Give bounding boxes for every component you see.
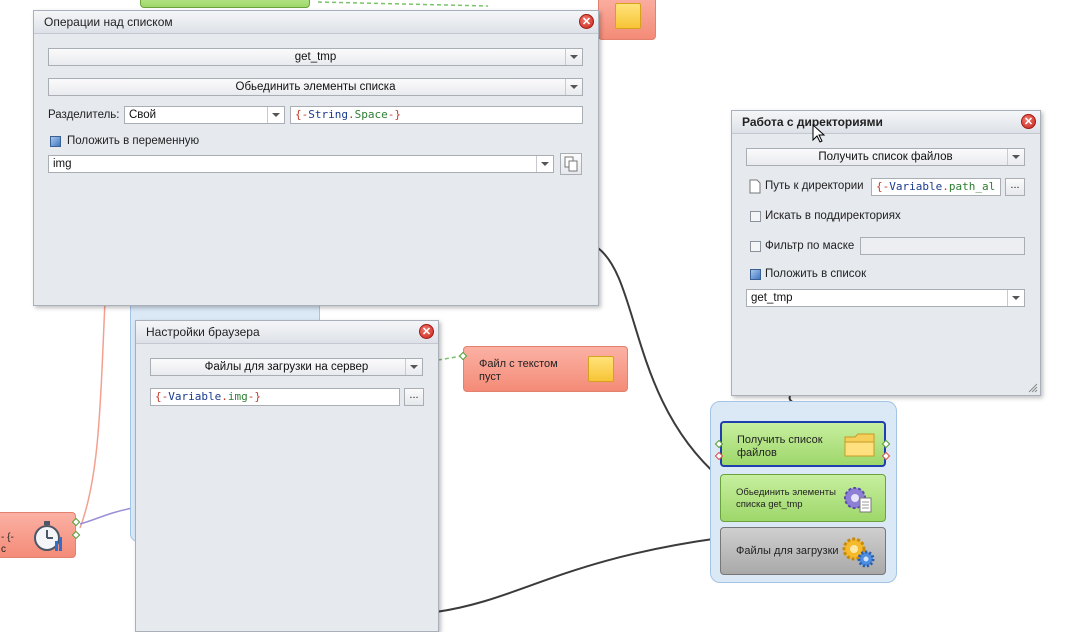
stopwatch-icon <box>34 521 62 551</box>
resize-grip-icon[interactable] <box>1028 383 1038 393</box>
files-value-input[interactable]: {-Variable.img-} <box>150 388 400 406</box>
token-namespace: String <box>308 108 348 121</box>
separator-label: Разделитель: <box>48 109 120 121</box>
close-icon[interactable]: ✕ <box>419 324 434 339</box>
wire-to-upload-files <box>435 537 721 613</box>
subdirs-label: Искать в поддиректориях <box>765 210 901 222</box>
directory-panel: Работа с директориями ✕ Получить список … <box>731 110 1041 396</box>
browse-button[interactable]: ... <box>1005 178 1025 196</box>
token-open: {- <box>155 390 169 403</box>
mouse-cursor-icon <box>812 124 826 143</box>
sticky-note-icon <box>615 3 641 29</box>
mask-label: Фильтр по маске <box>765 240 855 252</box>
chevron-down-icon[interactable] <box>565 79 582 95</box>
join-list-node[interactable]: Обьединить элементы списка get_tmp <box>720 474 886 522</box>
close-icon[interactable]: ✕ <box>1021 114 1036 129</box>
node-label: Файл с текстом пуст <box>479 358 558 383</box>
dir-action-value: Получить список файлов <box>818 151 953 163</box>
left-node-text-2: c <box>1 544 6 555</box>
node-label: Обьединить элементы списка get_tmp <box>736 487 836 510</box>
wire-purple-left <box>79 507 134 525</box>
browser-mode-select[interactable]: Файлы для загрузки на сервер <box>150 358 423 376</box>
chevron-down-icon[interactable] <box>267 107 284 123</box>
upload-files-node[interactable]: Файлы для загрузки <box>720 527 886 575</box>
get-files-list-node[interactable]: Получить список файлов <box>720 421 886 467</box>
token-close: -} <box>247 390 261 403</box>
left-timer-node[interactable]: - {- c <box>0 512 76 558</box>
panel-title-bar[interactable]: Работа с директориями ✕ <box>732 111 1040 134</box>
panel-title-bar[interactable]: Настройки браузера ✕ <box>136 321 438 344</box>
put-in-list-label: Положить в список <box>765 268 867 280</box>
wire-dashed-top <box>317 1 489 7</box>
path-label: Путь к директории <box>765 180 864 192</box>
panel-title: Работа с директориями <box>742 115 883 129</box>
put-in-variable-label: Положить в переменную <box>67 135 200 147</box>
target-list-value: get_tmp <box>751 292 793 304</box>
operation-select-value: Обьединить элементы списка <box>235 81 396 93</box>
list-gear-icon <box>844 487 872 513</box>
empty-text-file-node[interactable]: Файл с текстом пуст <box>463 346 628 392</box>
put-in-list-checkbox[interactable] <box>750 269 761 280</box>
top-red-node[interactable] <box>598 0 656 40</box>
gears-icon <box>842 537 875 568</box>
token-name: path_al <box>948 180 996 193</box>
document-icon <box>749 179 761 194</box>
left-node-text-1: - {- <box>1 532 14 543</box>
node-label: Получить список файлов <box>737 434 823 459</box>
token-name: img <box>227 390 248 403</box>
chevron-down-icon[interactable] <box>1007 290 1024 306</box>
token-open: {- <box>876 180 890 193</box>
list-select-value: get_tmp <box>294 51 337 63</box>
wire-red-left <box>79 299 106 529</box>
put-in-variable-checkbox[interactable] <box>50 136 61 147</box>
chevron-down-icon[interactable] <box>565 49 582 65</box>
dir-action-select[interactable]: Получить список файлов <box>746 148 1025 166</box>
token-dot: . <box>221 390 228 403</box>
token-namespace: Variable <box>168 390 222 403</box>
panel-title-bar[interactable]: Операции над списком ✕ <box>34 11 598 34</box>
browse-button[interactable]: ... <box>404 388 424 406</box>
browser-mode-value: Файлы для загрузки на сервер <box>204 361 369 373</box>
token-dot: . <box>348 108 355 121</box>
close-icon[interactable]: ✕ <box>579 14 594 29</box>
operation-select[interactable]: Обьединить элементы списка <box>48 78 583 96</box>
chevron-down-icon[interactable] <box>405 359 422 375</box>
token-namespace: Variable <box>889 180 943 193</box>
token-dot: . <box>942 180 949 193</box>
browser-settings-panel: Настройки браузера ✕ Файлы для загрузки … <box>135 320 439 632</box>
node-label: Файлы для загрузки <box>736 545 839 557</box>
separator-value-input[interactable]: {-String.Space-} <box>290 106 583 124</box>
subdirs-checkbox[interactable] <box>750 211 761 222</box>
variable-select-value: img <box>53 158 72 170</box>
list-select[interactable]: get_tmp <box>48 48 583 66</box>
separator-type-select[interactable]: Свой <box>124 106 285 124</box>
copy-button[interactable] <box>560 153 582 175</box>
copy-icon <box>564 156 578 172</box>
list-operations-panel: Операции над списком ✕ get_tmp Обьединит… <box>33 10 599 306</box>
chevron-down-icon[interactable] <box>1007 149 1024 165</box>
variable-select[interactable]: img <box>48 155 554 173</box>
folder-icon <box>844 433 875 457</box>
path-input[interactable]: {-Variable.path_al <box>871 178 1001 196</box>
mask-checkbox[interactable] <box>750 241 761 252</box>
separator-type-value: Свой <box>129 109 157 121</box>
token-open: {- <box>295 108 309 121</box>
chevron-down-icon[interactable] <box>536 156 553 172</box>
top-green-node[interactable] <box>140 0 310 8</box>
panel-title: Операции над списком <box>44 15 173 29</box>
target-list-select[interactable]: get_tmp <box>746 289 1025 307</box>
panel-title: Настройки браузера <box>146 325 260 339</box>
sticky-note-icon <box>588 356 614 382</box>
mask-input[interactable] <box>860 237 1025 255</box>
token-close: -} <box>387 108 401 121</box>
token-name: Space <box>354 108 388 121</box>
wire-to-join-list <box>597 247 721 479</box>
